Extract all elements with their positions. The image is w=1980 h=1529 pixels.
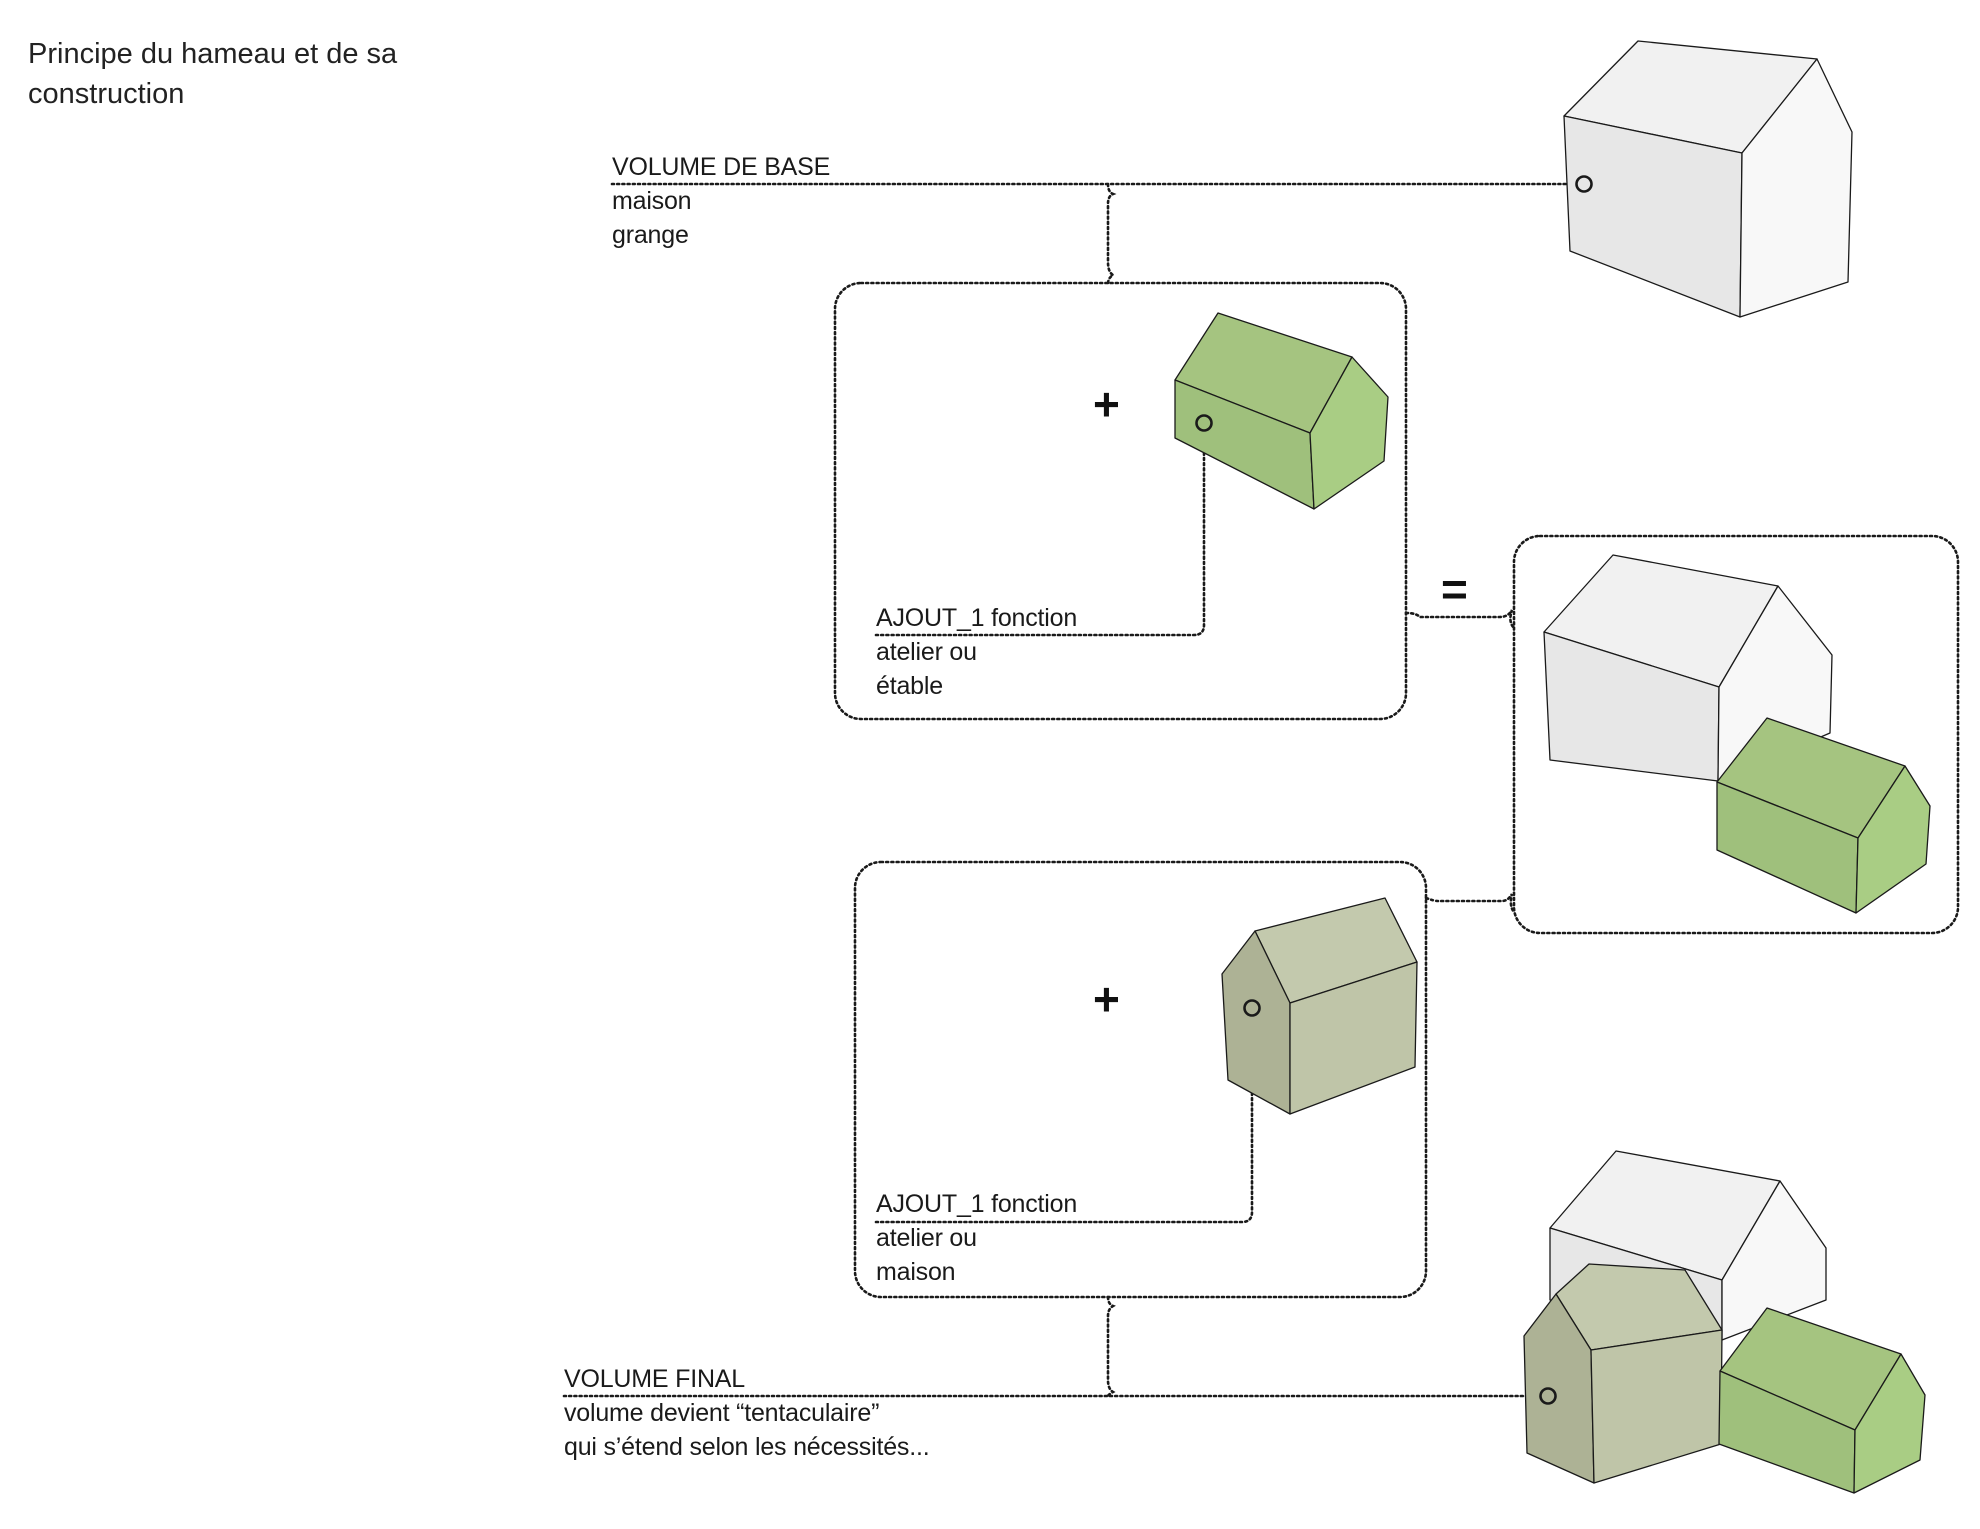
- plus-operator-1: +: [1093, 378, 1120, 430]
- title-line-2: construction: [28, 78, 185, 110]
- addition-1-label: AJOUT_1 fonction atelier ou étable: [876, 601, 1077, 703]
- addition-2-label: AJOUT_1 fonction atelier ou maison: [876, 1187, 1077, 1289]
- addition-1-leader-line: [874, 420, 1206, 637]
- base-line-2: grange: [612, 221, 689, 249]
- title-line-1: Principe du hameau et de sa: [28, 38, 398, 70]
- base-bracket: [1106, 182, 1117, 286]
- addition-2-volume: [1221, 897, 1418, 1115]
- result-frame: [1512, 534, 1960, 935]
- final-bracket: [1106, 1295, 1116, 1398]
- addition-2-connector: [1424, 893, 1516, 914]
- diagram-title: Principe du hameau et de sa construction: [28, 34, 397, 114]
- addition-2-front-wall: [1289, 961, 1418, 1115]
- base-label: VOLUME DE BASE maison grange: [612, 150, 830, 252]
- addition-2-line-2: maison: [876, 1258, 956, 1286]
- final-line-1: volume devient “tentaculaire”: [564, 1399, 880, 1427]
- addition-1-heading: AJOUT_1 fonction: [876, 604, 1078, 632]
- final-line-2: qui s’étend selon les nécessités...: [564, 1433, 930, 1461]
- volumes: [1174, 40, 1931, 1494]
- addition-1-gable-wall: [1309, 356, 1389, 510]
- addition-2-frame: [853, 860, 1428, 1299]
- final-sage-front-wall: [1590, 1329, 1723, 1484]
- addition-1-volume: [1174, 312, 1389, 510]
- final-volume: [1523, 1150, 1926, 1494]
- addition-2-heading: AJOUT_1 fonction: [876, 1190, 1078, 1218]
- final-label: VOLUME FINAL volume devient “tentaculair…: [564, 1362, 930, 1464]
- base-gable-wall: [1739, 58, 1853, 318]
- base-line-1: maison: [612, 187, 692, 215]
- dotted-connectors: [562, 182, 1960, 1398]
- base-volume: [1563, 40, 1853, 318]
- base-heading: VOLUME DE BASE: [612, 153, 831, 181]
- base-anchor-marker: [1575, 175, 1593, 193]
- addition-1-line-1: atelier ou: [876, 638, 977, 666]
- addition-1-anchor-marker: [1195, 414, 1213, 432]
- result-green-gable-wall: [1855, 765, 1931, 914]
- addition-2-line-1: atelier ou: [876, 1224, 977, 1252]
- addition-1-frame: [833, 281, 1408, 721]
- final-green-gable-wall: [1853, 1353, 1926, 1494]
- final-anchor-marker: [1539, 1387, 1557, 1405]
- anchor-markers: [1195, 175, 1593, 1405]
- final-heading: VOLUME FINAL: [564, 1365, 745, 1393]
- result-volume: [1543, 554, 1931, 914]
- addition-2-leader-line: [874, 1008, 1254, 1224]
- equals-operator: =: [1441, 563, 1468, 615]
- addition-2-anchor-marker: [1243, 999, 1261, 1017]
- equals-connector: [1404, 609, 1516, 630]
- addition-1-line-2: étable: [876, 672, 943, 700]
- plus-operator-2: +: [1093, 973, 1120, 1025]
